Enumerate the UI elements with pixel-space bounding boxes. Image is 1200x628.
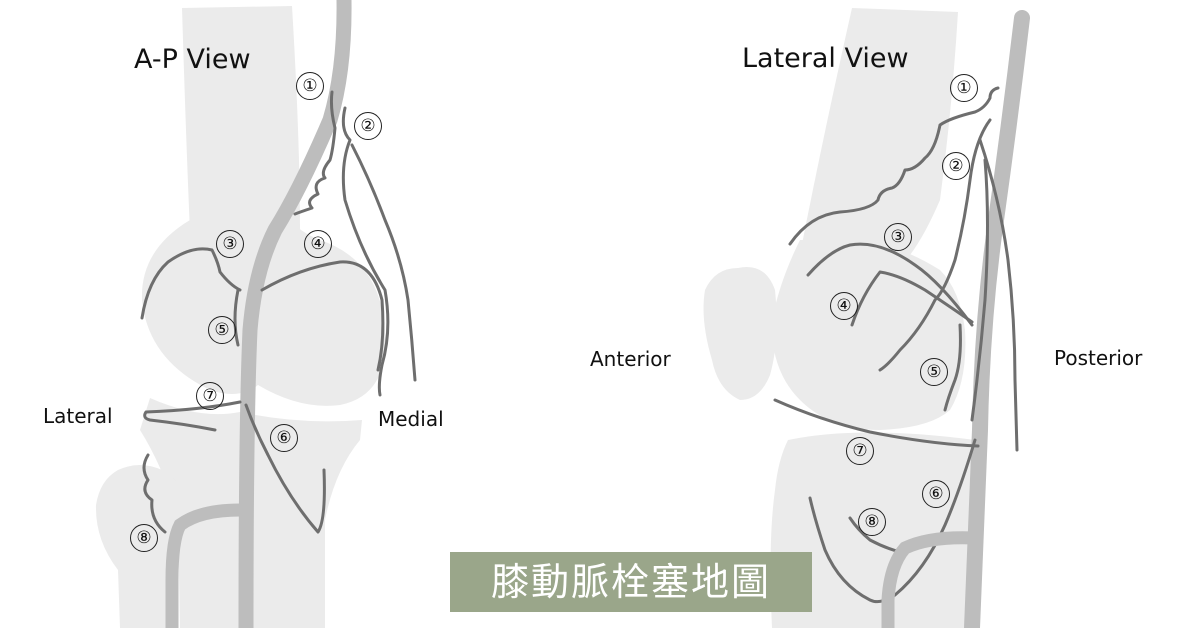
ap-medial-label: Medial <box>378 407 444 431</box>
title-banner: 膝動脈栓塞地圖 <box>450 552 812 612</box>
ap-marker-7: ⑦ <box>196 382 224 410</box>
lat-anterior-label: Anterior <box>590 347 671 371</box>
lat-branch-1 <box>788 86 1000 246</box>
ap-branch-7 <box>143 400 242 432</box>
ap-branches <box>140 90 417 534</box>
lat-anterior-tibial-artery <box>881 531 976 628</box>
ap-branch-1 <box>293 90 337 216</box>
ap-marker-4: ④ <box>304 230 332 258</box>
ap-marker-3: ③ <box>216 230 244 258</box>
lat-branch-2 <box>878 118 992 372</box>
lat-marker-8: ⑧ <box>858 508 886 536</box>
lat-branch-5 <box>943 323 962 412</box>
lat-branch-8 <box>848 516 902 554</box>
lat-marker-2: ② <box>942 152 970 180</box>
lat-marker-4: ④ <box>830 292 858 320</box>
lateral-view-title: Lateral View <box>742 43 909 74</box>
lat-branch-7 <box>773 398 980 448</box>
ap-branch-6 <box>244 403 326 534</box>
lat-marker-6: ⑥ <box>922 480 950 508</box>
lat-marker-7: ⑦ <box>846 437 874 465</box>
ap-popliteal-artery <box>238 0 352 628</box>
ap-marker-6: ⑥ <box>270 424 298 452</box>
title-banner-text: 膝動脈栓塞地圖 <box>490 560 771 604</box>
ap-branch-2 <box>341 106 390 397</box>
ap-marker-8: ⑧ <box>130 524 158 552</box>
ap-marker-1: ① <box>296 72 324 100</box>
ap-view-title: A-P View <box>134 44 251 75</box>
lat-marker-5: ⑤ <box>920 358 948 386</box>
ap-branch-5 <box>233 288 240 347</box>
lat-patella <box>703 266 777 400</box>
ap-femur-shaft <box>182 6 300 232</box>
ap-anterior-tibial-artery <box>165 503 241 628</box>
ap-branch-4 <box>260 260 385 372</box>
lat-femur-condyle <box>771 240 966 430</box>
lat-posterior-label: Posterior <box>1054 346 1143 370</box>
lat-marker-3: ③ <box>884 223 912 251</box>
ap-lateral-label: Lateral <box>43 404 113 428</box>
lateral-branches <box>773 86 1019 604</box>
ap-marker-5: ⑤ <box>208 316 236 344</box>
lat-popliteal-artery <box>964 10 1030 628</box>
lat-branch-2b <box>978 138 1019 452</box>
ap-marker-2: ② <box>354 112 382 140</box>
ap-branch-8 <box>142 453 167 534</box>
lat-branch-4 <box>850 270 974 327</box>
lat-marker-1: ① <box>950 74 978 102</box>
lateral-bones <box>703 8 978 628</box>
lat-branch-2c <box>970 158 989 422</box>
ap-branch-3 <box>140 247 242 320</box>
ap-branch-2b <box>350 143 417 382</box>
lat-branch-3 <box>806 242 974 327</box>
